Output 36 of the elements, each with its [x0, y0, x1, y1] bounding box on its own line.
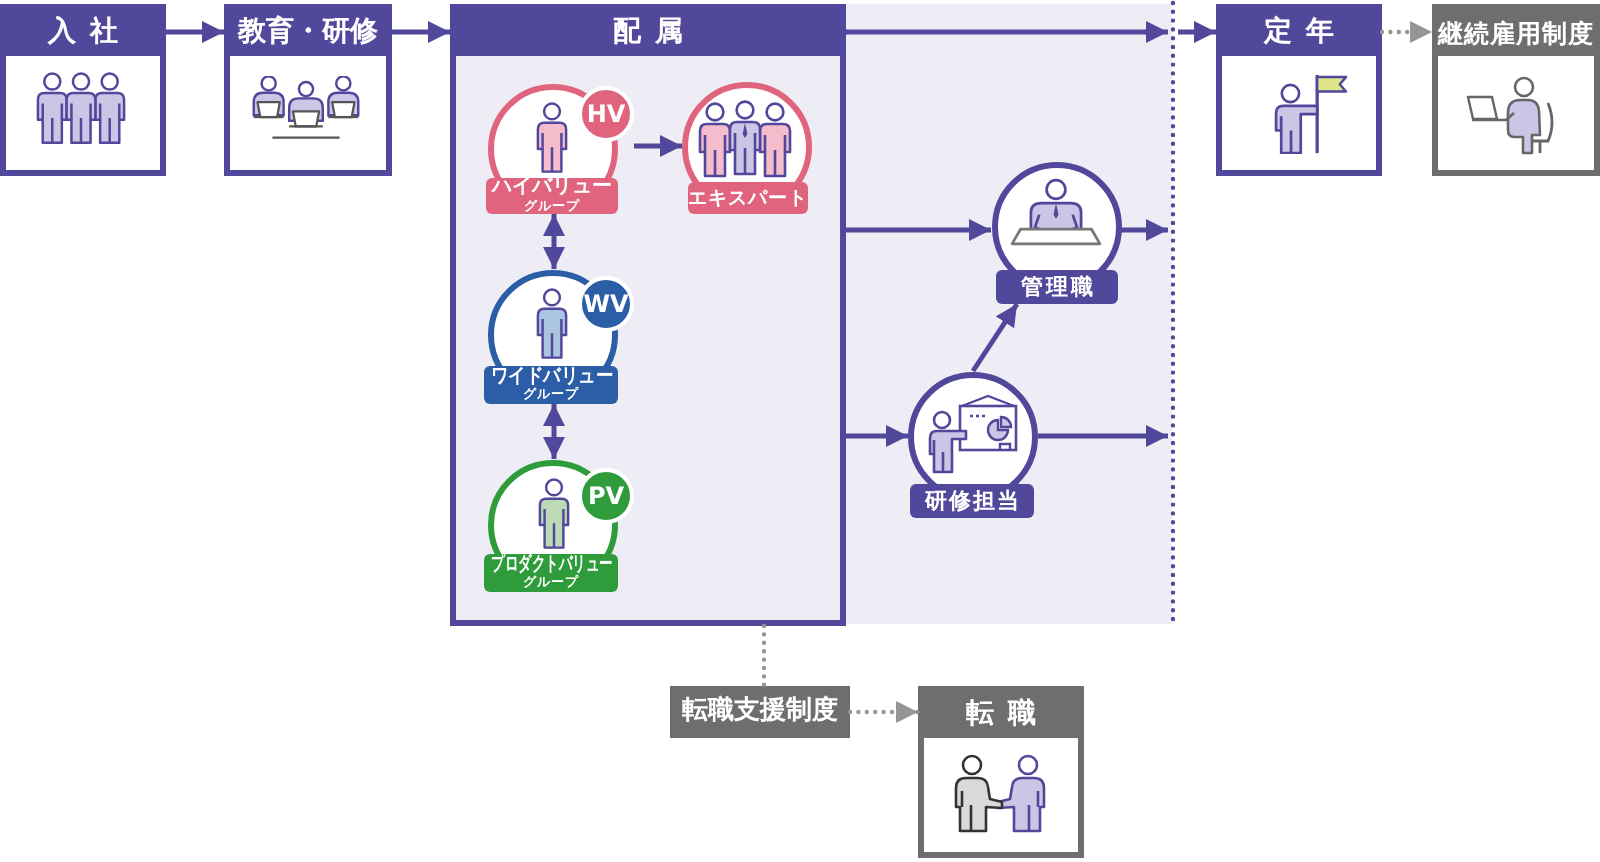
stage-box [918, 686, 1084, 858]
arrow [1178, 21, 1216, 43]
role-label: エキスパート [688, 182, 808, 214]
stage-header: 配属 [456, 10, 840, 56]
arrow [970, 302, 1020, 373]
stage-box [450, 4, 846, 626]
stage-header: 教育・研修 [230, 10, 386, 56]
initials-badge: PV [578, 468, 634, 524]
stage-box [1432, 4, 1600, 176]
dotted-arrow [1379, 21, 1435, 43]
stage-header: 転職 [924, 692, 1078, 738]
initials-badge: HV [578, 86, 634, 142]
stage-header: 定年 [1222, 10, 1376, 56]
arrow [846, 425, 908, 447]
arrow [634, 135, 682, 157]
label-box: 転職支援制度 [670, 686, 850, 738]
role-label: 管理職 [996, 270, 1118, 304]
group-name: ワイドバリュー [490, 367, 612, 388]
arrow [846, 21, 1168, 43]
double-arrow [543, 404, 565, 459]
stage-box [1216, 4, 1382, 176]
double-arrow [543, 214, 565, 269]
arrow [392, 21, 450, 43]
arrow [1121, 219, 1168, 241]
initials-badge: WV [578, 276, 634, 332]
stage-box [0, 4, 166, 176]
dotted-line [761, 623, 767, 689]
arrow [1038, 425, 1168, 447]
dotted-arrow [847, 701, 921, 723]
stage-header: 入社 [6, 10, 160, 56]
arrow [846, 219, 991, 241]
arrow [166, 21, 224, 43]
stage-header: 継続雇用制度 [1438, 10, 1594, 56]
role-label: 研修担当 [910, 484, 1034, 518]
group-name: ハイバリュー [492, 178, 612, 199]
stage-box [224, 4, 392, 176]
